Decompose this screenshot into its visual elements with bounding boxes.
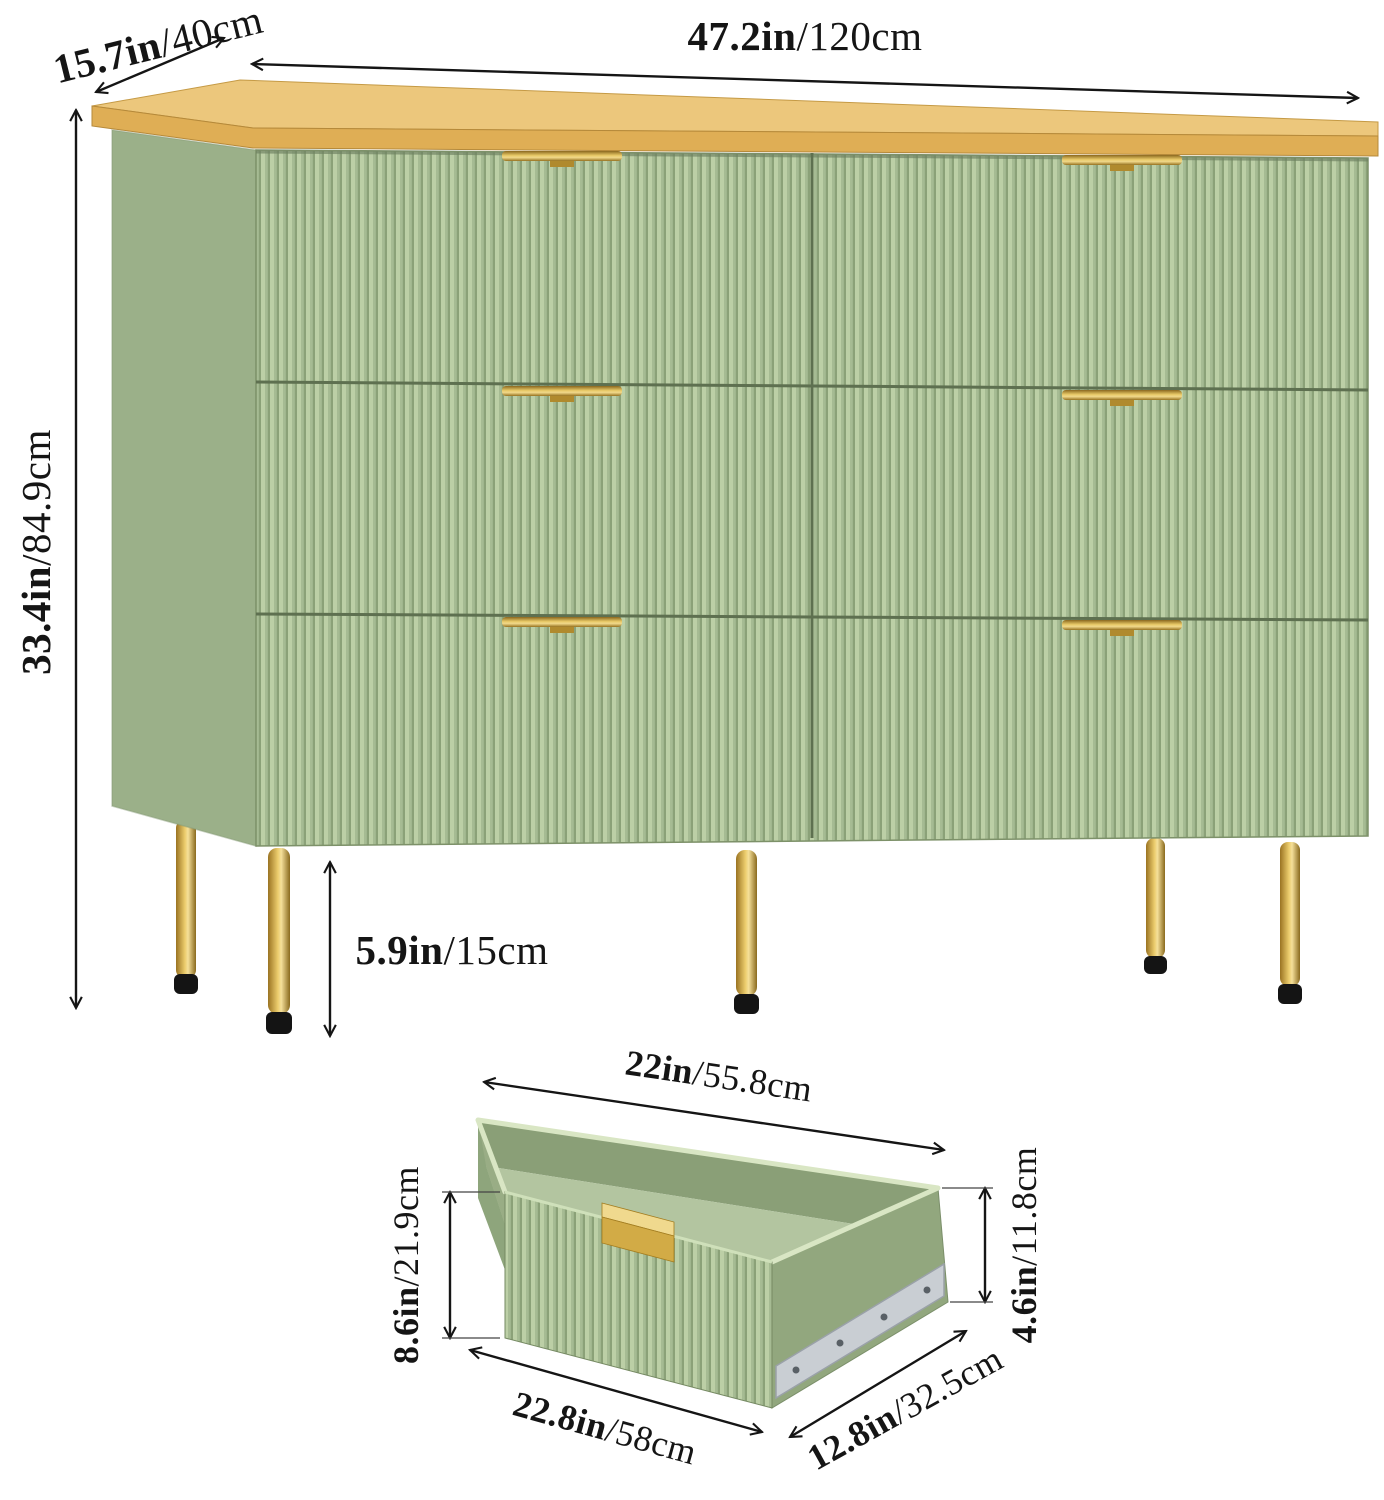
leg-height-dimension-label: 5.9in/15cm <box>356 926 549 974</box>
leg-foot <box>734 994 759 1014</box>
drawer-side-height-cm: /11.8cm <box>1004 1146 1044 1266</box>
leg-foot <box>266 1012 292 1034</box>
dresser-handles <box>502 151 1182 636</box>
drawer-front-height-inches: 8.6in <box>386 1286 426 1365</box>
row-gap-2 <box>255 612 1369 622</box>
leg-foot <box>1144 956 1167 974</box>
drawer-top-width-inches: 22in <box>622 1042 696 1092</box>
drawer-side-height-label: 4.6in/11.8cm <box>1003 1147 1045 1344</box>
dresser <box>91 79 1379 1034</box>
leg-height-inches: 5.9in <box>355 927 444 973</box>
leg-foot <box>174 974 198 994</box>
width-dimension-label: 47.2in/120cm <box>688 12 923 60</box>
drawer-handle <box>502 151 622 167</box>
height-cm: /84.9cm <box>13 429 59 566</box>
drawer-handle <box>1062 620 1182 636</box>
width-cm: /120cm <box>796 13 923 59</box>
drawer-depth-arrow <box>790 1331 966 1437</box>
wood-top-surface <box>91 79 1379 137</box>
drawer-handle <box>1062 390 1182 406</box>
leg-front-right <box>1278 842 1302 1004</box>
wood-top-edge <box>91 105 1379 157</box>
drawer-side-height-inches: 4.6in <box>1004 1265 1044 1344</box>
leg-foot <box>1278 984 1302 1004</box>
leg-back-left <box>174 820 198 994</box>
height-dimension-label: 33.4in/84.9cm <box>12 429 60 675</box>
width-inches: 47.2in <box>687 13 797 59</box>
dresser-legs <box>174 820 1302 1034</box>
side-panel <box>111 129 257 847</box>
drawer-top-width-arrow <box>484 1082 944 1150</box>
drawer-handle <box>1062 155 1182 171</box>
drawer-detail <box>475 1117 949 1409</box>
drawer-front-height-cm: /21.9cm <box>386 1165 426 1287</box>
leg-height-cm: /15cm <box>443 927 549 973</box>
leg-center <box>734 850 759 1014</box>
leg-back-right <box>1144 838 1167 974</box>
drawer-handle <box>502 386 622 402</box>
drawer-front-width-arrow <box>470 1350 762 1432</box>
height-inches: 33.4in <box>13 565 59 675</box>
drawer-front-height-label: 8.6in/21.9cm <box>385 1166 427 1364</box>
wood-top <box>91 79 1379 157</box>
dimension-arrows <box>76 38 1358 1437</box>
depth-dimension-arrow <box>96 38 224 92</box>
width-dimension-arrow <box>252 64 1358 98</box>
row-gap-1 <box>255 380 1369 392</box>
drawer-handle <box>502 617 622 633</box>
leg-front-left <box>266 848 292 1034</box>
drawer-detail-handle <box>601 1202 675 1263</box>
extension-lines <box>442 1187 993 1339</box>
drawer-front-grid <box>255 149 1369 847</box>
